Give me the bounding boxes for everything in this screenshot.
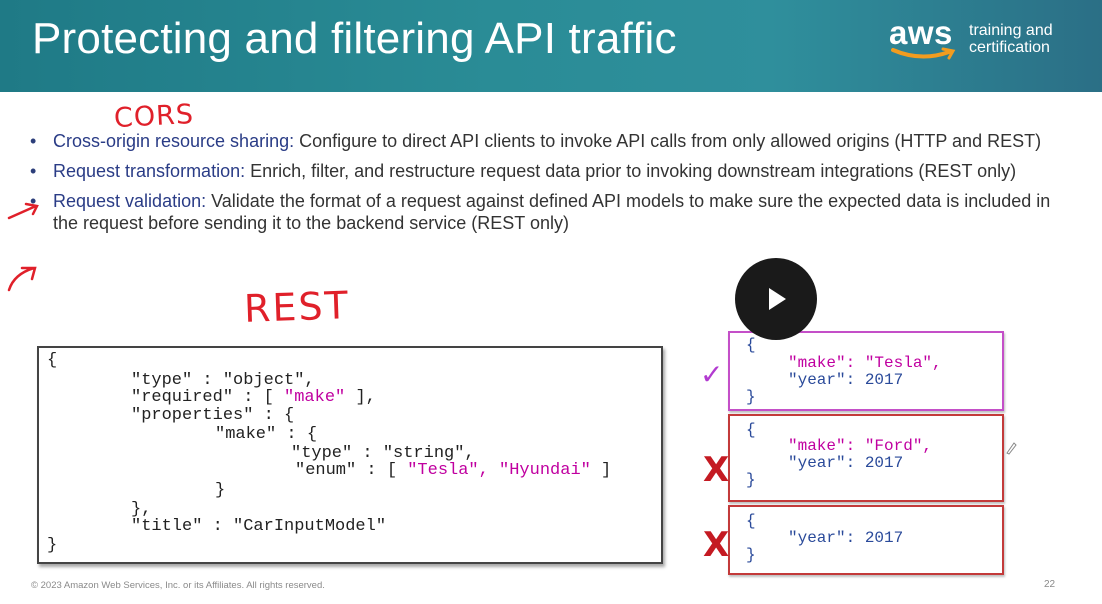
slide-title: Protecting and filtering API traffic — [32, 14, 677, 63]
bullet-term: Request validation: — [53, 191, 207, 211]
code-token: ], — [345, 388, 376, 407]
aws-logo: aws — [889, 16, 961, 64]
brand-line-1: training and — [969, 22, 1053, 39]
bullet-transformation: • Request transformation: Enrich, filter… — [30, 160, 1080, 182]
code-line: "year": 2017 — [788, 529, 904, 547]
bullet-text: Enrich, filter, and restructure request … — [245, 161, 1017, 181]
code-token: ] — [590, 461, 612, 480]
footer-copyright: © 2023 Amazon Web Services, Inc. or its … — [31, 580, 325, 591]
handwritten-check-icon: ✓ — [700, 358, 724, 391]
handwritten-cross-icon: X — [703, 450, 730, 490]
code-token: "enum" : [ — [295, 461, 408, 480]
code-line: "type" : "object", — [131, 371, 315, 390]
code-line: "title" : "CarInputModel" — [131, 517, 387, 536]
code-line: "properties" : { — [131, 406, 295, 425]
handwritten-rest: REST — [243, 283, 351, 331]
bullet-cors: • Cross-origin resource sharing: Configu… — [30, 130, 1080, 152]
code-line: } — [215, 481, 226, 500]
code-line: "required" : [ "make" ], — [131, 388, 376, 408]
bullet-validation: • Request validation: Validate the forma… — [30, 190, 1080, 234]
code-token-highlight: "make": — [788, 354, 865, 372]
code-line: "make" : { — [215, 425, 318, 444]
code-token-highlight: "Ford", — [864, 437, 933, 455]
brand-line-2: certification — [969, 39, 1050, 56]
play-icon — [769, 288, 786, 310]
code-line: "make": "Ford", — [788, 438, 932, 455]
code-line: "make": "Tesla", — [788, 355, 942, 372]
sample-invalid-ford: { "make": "Ford", "year": 2017 } — [728, 414, 1004, 502]
code-line: "type" : "string", — [291, 444, 475, 463]
json-schema-box: { "type" : "object", "required" : [ "mak… — [37, 346, 663, 564]
code-line: { — [47, 351, 58, 370]
code-token-highlight: "Tesla", "Hyundai" — [407, 461, 591, 480]
bullet-term: Request transformation: — [53, 161, 246, 181]
handwritten-arrow-2 — [7, 266, 37, 292]
slide-header: Protecting and filtering API traffic aws… — [0, 0, 1102, 92]
pen-cursor-icon — [1006, 442, 1017, 455]
code-line: } — [47, 536, 58, 555]
code-line: }, — [131, 500, 152, 519]
code-token-highlight: "make": — [788, 437, 865, 455]
brand-text: training and certification — [969, 22, 1079, 56]
bullet-dot: • — [30, 131, 37, 151]
code-line: { — [746, 421, 756, 439]
sample-valid-tesla: { "make": "Tesla", "year": 2017 } — [728, 331, 1004, 411]
bullet-dot: • — [30, 191, 37, 211]
video-play-button[interactable] — [735, 258, 817, 340]
code-line: "year": 2017 — [788, 371, 904, 389]
bullet-text: Configure to direct API clients to invok… — [294, 131, 1042, 151]
bullet-text: Validate the format of a request against… — [53, 191, 1051, 233]
code-token: "required" : [ — [131, 388, 285, 407]
code-line: { — [746, 336, 756, 354]
code-line: } — [746, 388, 756, 406]
aws-smile-icon — [891, 47, 956, 60]
bullet-list: • Cross-origin resource sharing: Configu… — [30, 130, 1080, 242]
code-line: } — [746, 546, 756, 564]
bullet-term: Cross-origin resource sharing: — [53, 131, 295, 151]
code-line: "enum" : [ "Tesla", "Hyundai" ] — [295, 461, 612, 481]
bullet-dot: • — [30, 161, 37, 181]
aws-logo-word: aws — [889, 14, 953, 51]
code-line: "year": 2017 — [788, 454, 904, 472]
handwritten-cors: CORS — [113, 98, 195, 135]
code-line: { — [746, 512, 756, 530]
code-token-highlight: "Tesla", — [864, 354, 942, 372]
sample-invalid-missing-make: { "year": 2017 } — [728, 505, 1004, 575]
handwritten-cross-icon: X — [703, 525, 730, 565]
handwritten-arrow-1 — [7, 202, 39, 220]
code-token-highlight: "make" — [284, 388, 346, 407]
slide-page-number: 22 — [1044, 579, 1056, 590]
code-line: } — [746, 471, 756, 489]
